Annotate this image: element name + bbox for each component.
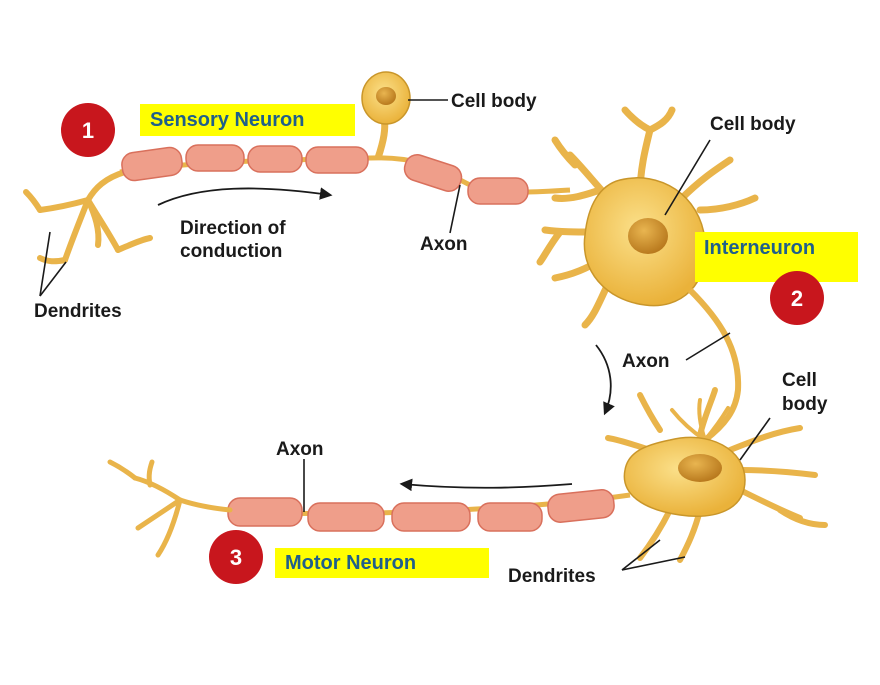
label-dendrites-sensory: Dendrites <box>34 301 122 322</box>
arrow-direction-motor <box>399 478 573 492</box>
label-axon-inter: Axon <box>622 351 670 372</box>
interneuron-highlight <box>695 232 858 282</box>
label-dendrites-motor: Dendrites <box>508 566 596 587</box>
badge-2-number: 2 <box>791 286 803 311</box>
motor-highlight <box>275 548 489 578</box>
interneuron-axon <box>687 287 742 443</box>
leader-lines <box>39 99 771 571</box>
arrow-direction-sensory <box>157 187 333 206</box>
label-cell-body-motor-line1: Cell <box>782 370 817 391</box>
badge-1: 1 <box>61 103 115 157</box>
interneuron-name: Interneuron <box>704 237 815 259</box>
interneuron <box>536 106 759 443</box>
label-axon-motor: Axon <box>276 439 324 460</box>
badge-1-number: 1 <box>82 118 94 143</box>
sensory-myelin <box>121 144 529 205</box>
sensory-neuron-label: Sensory Neuron <box>140 104 355 136</box>
label-axon-sensory: Axon <box>420 234 468 255</box>
sensory-neuron <box>23 71 571 265</box>
badge-2: 2 <box>770 271 824 325</box>
badge-3-number: 3 <box>230 545 242 570</box>
motor-axon-terminals <box>107 459 233 558</box>
conduction-arrows <box>157 187 615 492</box>
label-cell-body-inter: Cell body <box>710 114 796 135</box>
sensory-nucleus <box>376 87 396 105</box>
motor-neuron-name: Motor Neuron <box>285 552 416 574</box>
label-direction-line2: conduction <box>180 241 282 262</box>
motor-myelin <box>227 489 615 532</box>
label-direction-line1: Direction of <box>180 218 286 239</box>
sensory-neuron-name: Sensory Neuron <box>150 109 304 131</box>
interneuron-nucleus <box>628 218 668 254</box>
motor-neuron-label: Motor Neuron <box>275 548 489 578</box>
label-cell-body-motor-line2: body <box>782 394 828 415</box>
arrow-direction-inter <box>595 344 615 416</box>
sensory-dendrites <box>23 169 153 265</box>
motor-nucleus <box>678 454 722 482</box>
sensory-highlight <box>140 104 355 136</box>
interneuron-label: Interneuron <box>695 232 858 282</box>
badge-3: 3 <box>209 530 263 584</box>
label-cell-body-sensory: Cell body <box>451 91 537 112</box>
motor-neuron <box>107 387 828 563</box>
